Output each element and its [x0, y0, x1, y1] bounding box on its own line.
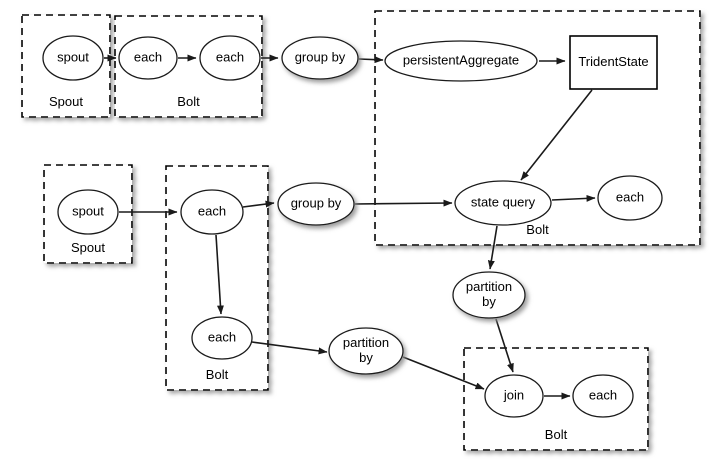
edge-each-3-to-each-5	[215, 234, 224, 315]
edges-layer	[104, 54, 596, 400]
node-each-2[interactable]: each	[199, 35, 261, 81]
node-label: join	[503, 387, 524, 402]
node-shape-ellipse	[281, 36, 359, 80]
node-label-line: partition	[343, 335, 389, 350]
node-label: spout	[72, 203, 104, 218]
group-box-label: Spout	[71, 240, 105, 255]
nodes-layer: spout each each group by persistentAggregate…	[42, 35, 663, 418]
node-shape-ellipse	[57, 189, 119, 235]
node-persistent-aggregate[interactable]: persistentAggregate	[384, 40, 538, 82]
node-shape-ellipse	[277, 182, 355, 226]
node-spout-2[interactable]: spout	[57, 189, 119, 235]
edge-group-by-1-to-persistent-aggregate	[358, 56, 384, 64]
node-label: each	[208, 329, 236, 344]
node-join[interactable]: join	[484, 374, 544, 418]
node-shape-ellipse	[484, 374, 544, 418]
node-shape-ellipse	[42, 35, 104, 81]
node-label: each	[616, 189, 644, 204]
node-label-line: by	[359, 350, 373, 365]
edge-state-query-to-each-4	[551, 194, 596, 202]
node-each-1[interactable]: each	[118, 36, 178, 80]
node-shape-ellipse	[199, 35, 261, 81]
edge-state-query-to-partition-by-1	[487, 225, 498, 270]
edge-partition-by-2-to-join	[402, 356, 485, 390]
node-label: each	[216, 49, 244, 64]
node-shape-ellipse	[597, 175, 663, 221]
node-each-4[interactable]: each	[597, 175, 663, 221]
node-group-by-1[interactable]: group by	[281, 36, 359, 80]
node-label: TridentState	[578, 54, 648, 69]
node-shape-ellipse	[328, 327, 404, 375]
node-shape-ellipse	[118, 36, 178, 80]
node-shape-ellipse	[572, 374, 634, 418]
group-box-label: Bolt	[177, 94, 200, 109]
node-shape-rect	[569, 35, 658, 90]
edge-each-5-to-partition-by-2	[251, 341, 328, 355]
group-box-label: Bolt	[206, 367, 229, 382]
group-box-label: Bolt	[526, 222, 549, 237]
node-shape-ellipse	[384, 40, 538, 82]
node-each-5[interactable]: each	[191, 316, 253, 360]
node-label: each	[198, 203, 226, 218]
node-shape-ellipse	[452, 271, 526, 319]
node-label-line: partition	[466, 279, 512, 294]
node-group-by-2[interactable]: group by	[277, 182, 355, 226]
node-shape-ellipse	[191, 316, 253, 360]
node-label: each	[589, 387, 617, 402]
group-box-label: Spout	[49, 94, 83, 109]
node-label: spout	[57, 49, 89, 64]
node-each-6[interactable]: each	[572, 374, 634, 418]
node-label: group by	[295, 49, 346, 64]
node-state-query[interactable]: state query	[454, 180, 552, 226]
group-box-label: Bolt	[545, 427, 568, 442]
edge-each-3-to-group-by-2	[242, 200, 275, 208]
node-label: persistentAggregate	[403, 52, 519, 67]
node-spout-1[interactable]: spout	[42, 35, 104, 81]
node-trident-state[interactable]: TridentState	[569, 35, 658, 90]
edge-trident-state-to-state-query	[520, 89, 593, 181]
node-label: state query	[471, 194, 536, 209]
edge-group-by-2-to-state-query	[354, 199, 453, 207]
node-each-3[interactable]: each	[180, 189, 244, 235]
node-label: group by	[291, 195, 342, 210]
node-label-line: by	[482, 294, 496, 309]
node-shape-ellipse	[180, 189, 244, 235]
node-shape-ellipse	[454, 180, 552, 226]
node-label: each	[134, 49, 162, 64]
edge-partition-by-1-to-join	[495, 318, 514, 373]
